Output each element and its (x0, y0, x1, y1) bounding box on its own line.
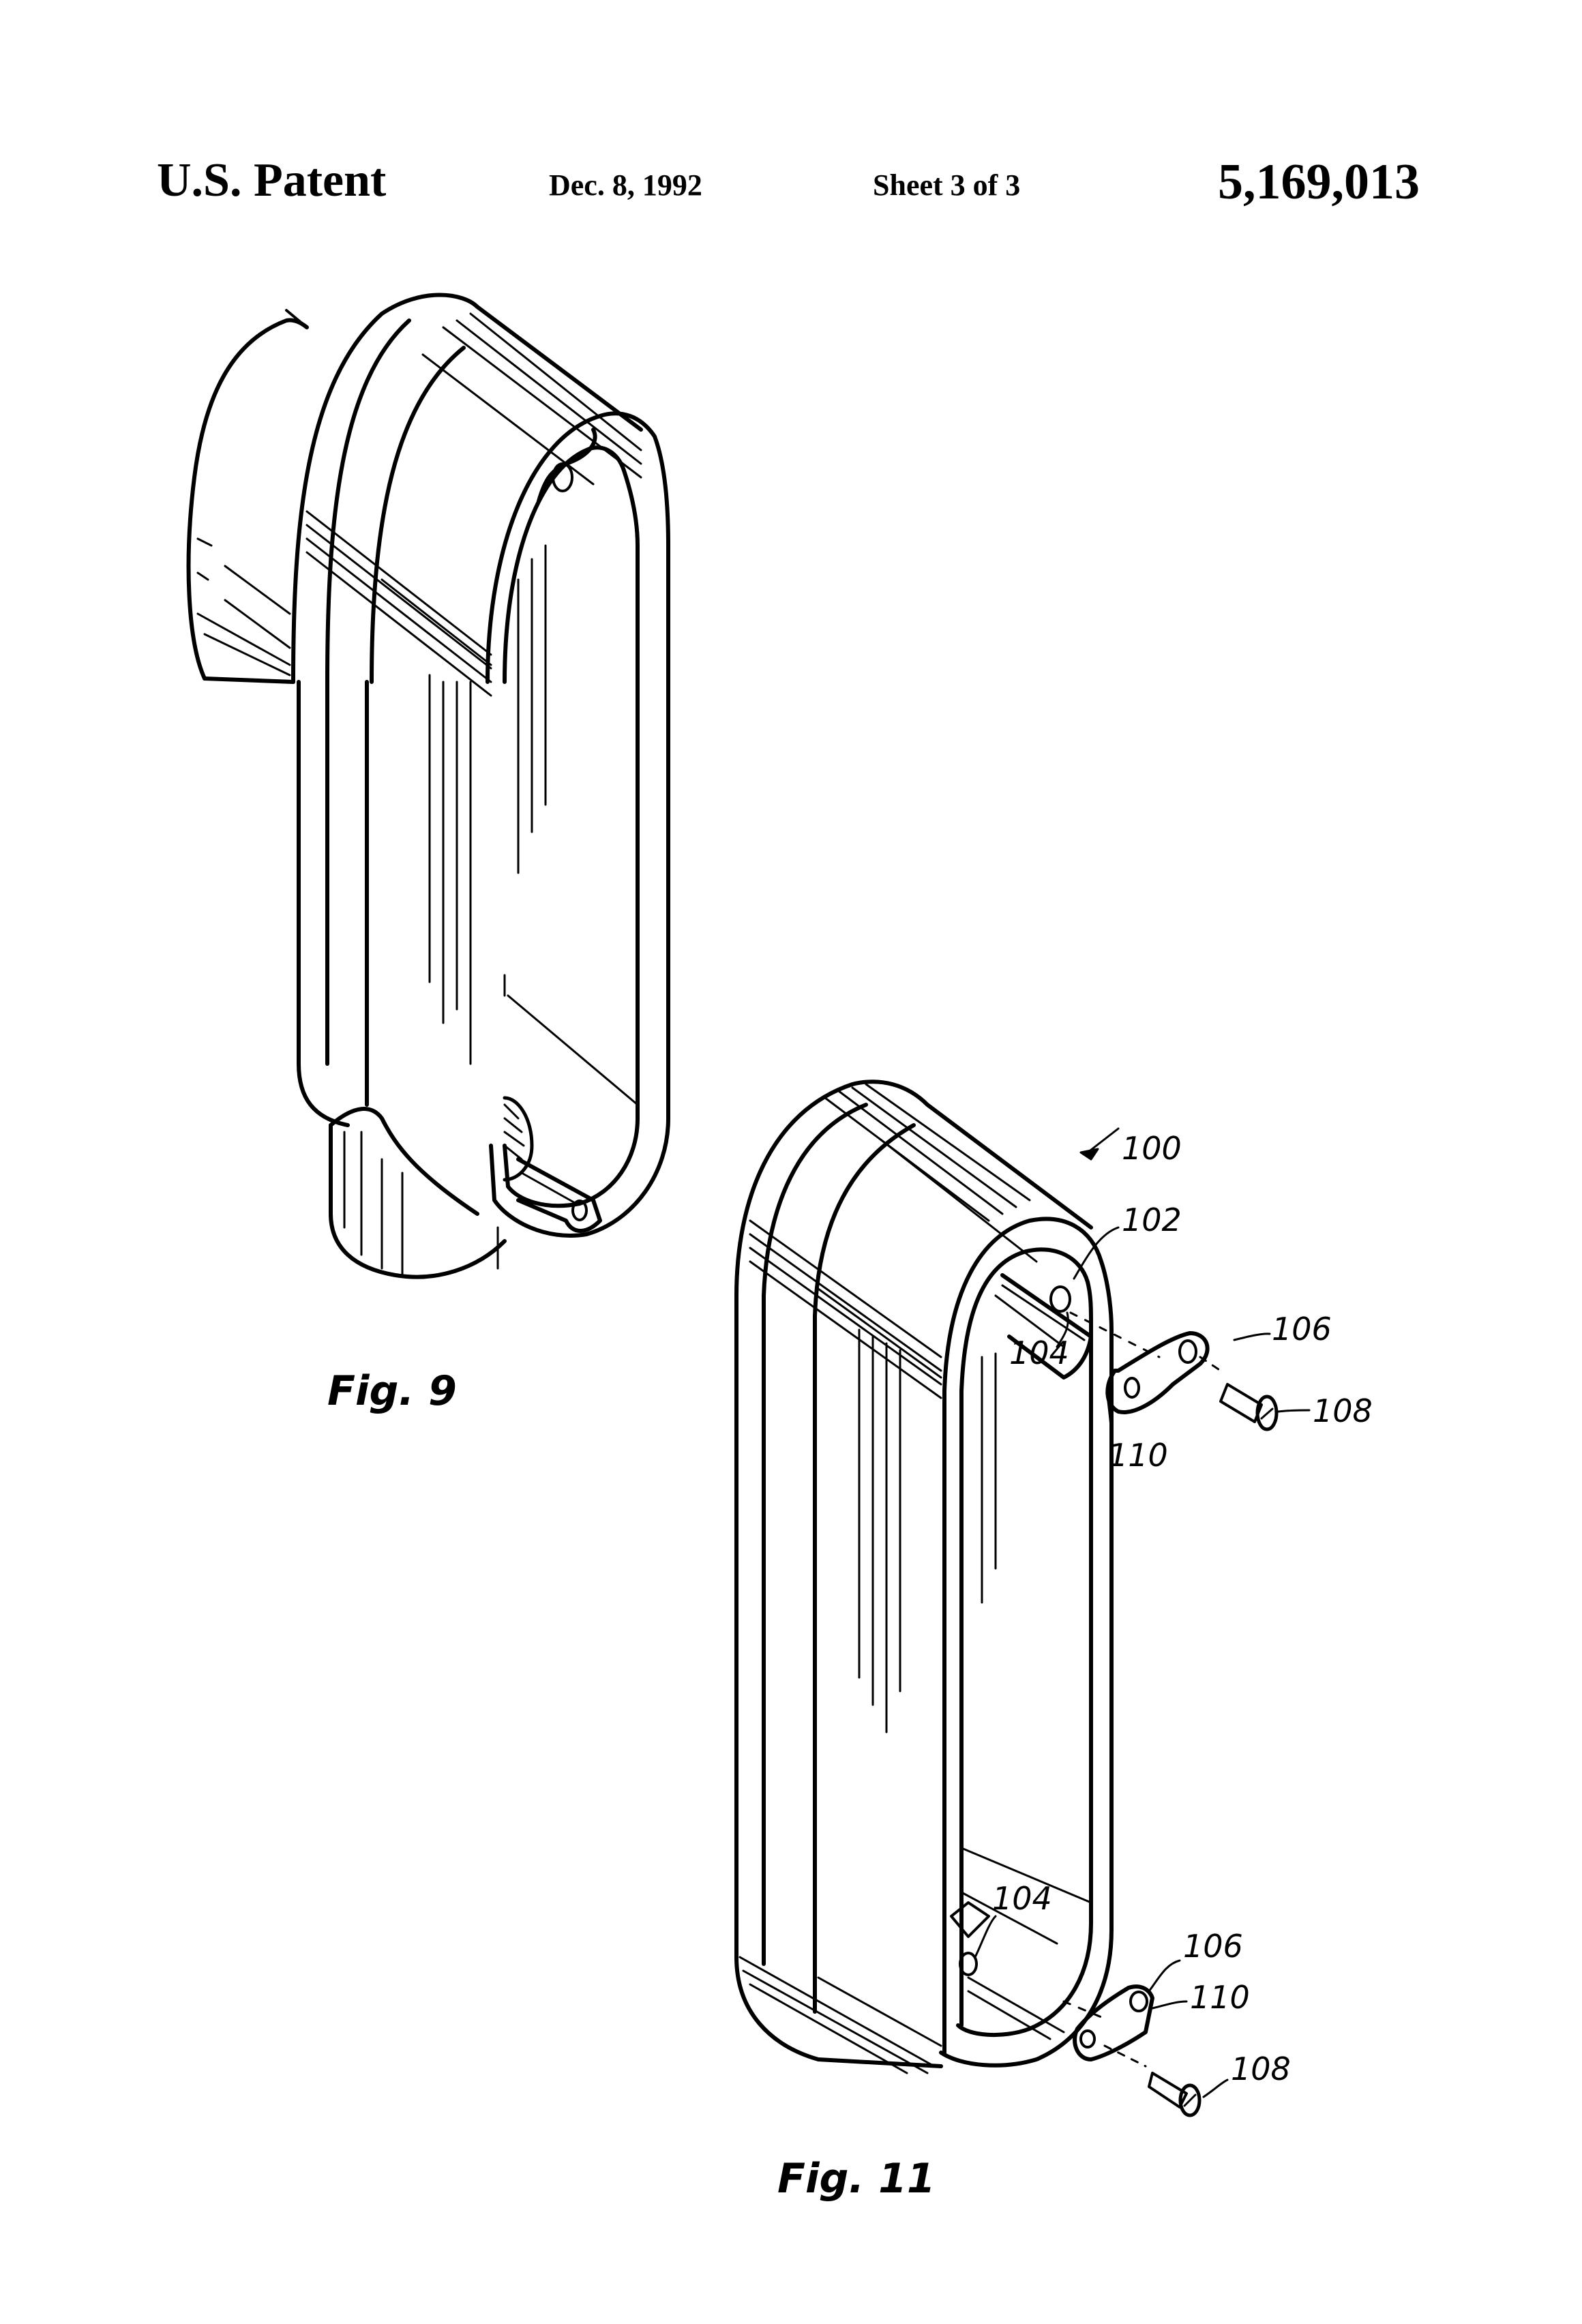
reference-numeral-106-top: 106 (1272, 1311, 1332, 1347)
reference-numeral-106-bottom: 106 (1183, 1928, 1243, 1965)
conduit-body-fig9 (291, 293, 670, 1238)
bottom-hub (329, 1107, 507, 1279)
side-hub (186, 309, 309, 684)
reference-numeral-108-bottom: 108 (1231, 2051, 1291, 2087)
figure-9-drawing (186, 293, 670, 1279)
reference-numeral-110-bottom: 110 (1190, 1979, 1250, 2016)
reference-numeral-108-top: 108 (1313, 1392, 1373, 1429)
figure-11-drawing (734, 1079, 1311, 2117)
figure-11-caption: Fig. 11 (777, 2155, 936, 2203)
reference-numeral-110-top: 110 (1108, 1437, 1168, 1474)
upper-cover-clip-assembly (1069, 1311, 1279, 1431)
reference-numeral-100: 100 (1122, 1130, 1182, 1167)
sheet-number: Sheet 3 of 3 (873, 168, 1021, 202)
lower-cover-clip-assembly (1062, 1984, 1202, 2117)
reference-numeral-102: 102 (1122, 1202, 1182, 1238)
patent-date: Dec. 8, 1992 (549, 168, 702, 202)
reference-numeral-104-top: 104 (1009, 1335, 1069, 1371)
conduit-body-fig11 (734, 1079, 1114, 2074)
reference-numeral-104-bottom: 104 (992, 1880, 1052, 1917)
patent-header-label: U.S. Patent (157, 154, 387, 207)
patent-number: 5,169,013 (1218, 154, 1420, 210)
figure-9-caption: Fig. 9 (327, 1367, 457, 1415)
reference-leaders (974, 1127, 1311, 2098)
